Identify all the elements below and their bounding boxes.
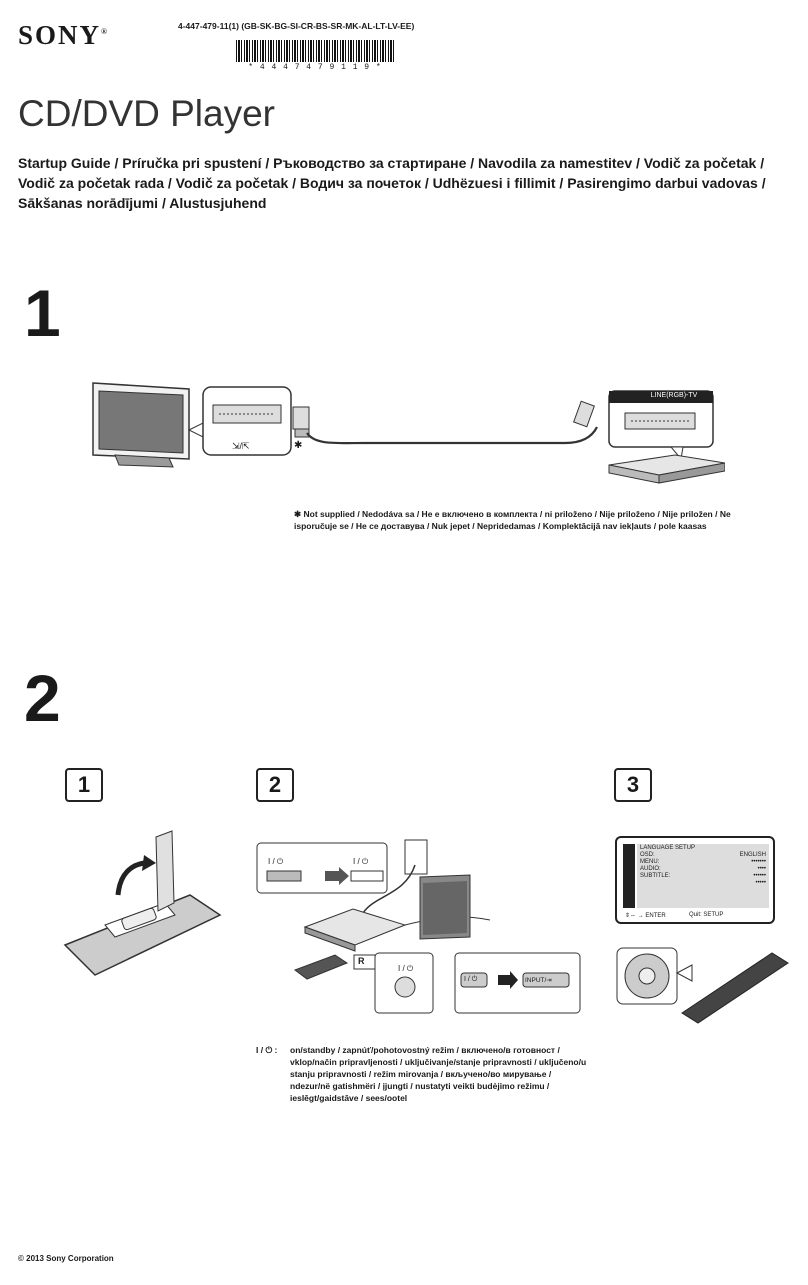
remote-badge: R <box>358 956 365 966</box>
remote-power-btn-label: I / ⏻ <box>464 976 478 983</box>
copyright: © 2013 Sony Corporation <box>18 1254 114 1263</box>
power-label-on: I / ⏻ <box>353 857 369 866</box>
remote-icon <box>293 954 349 980</box>
input-button-label: INPUT/⇥ <box>525 977 552 984</box>
power-on-illustration <box>256 839 581 1014</box>
osd-row-value: ••••••• <box>751 859 766 865</box>
power-note: on/standby / zapnúť/pohotovostný režim /… <box>290 1045 587 1103</box>
page-subtitle: Startup Guide / Príručka pri spustení / … <box>18 155 766 211</box>
battery-cover <box>155 830 175 912</box>
scart-plug-left <box>292 406 310 438</box>
power-cord <box>362 864 416 914</box>
osd-footer-quit: Quit: SETUP <box>689 912 724 918</box>
remote-navigation-illustration <box>616 947 789 1024</box>
power-button-standby <box>266 870 302 882</box>
barcode-text: * 4 4 4 7 4 7 9 1 1 9 * <box>248 63 382 72</box>
model-code: 4-447-479-11(1) (GB-SK-BG-SI-CR-BS-SR-MK… <box>178 21 415 31</box>
tv-scart-callout <box>187 386 292 456</box>
substep-3-box: 3 <box>614 768 652 802</box>
remote-power-label: I / ⏻ <box>398 964 414 973</box>
osd-row-label: SUBTITLE: <box>640 873 671 879</box>
arrow-icon <box>115 860 145 896</box>
osd-row-value: ENGLISH <box>739 852 766 858</box>
battery-icon <box>121 907 157 931</box>
remote-power-btn <box>460 972 488 988</box>
page-title: CD/DVD Player <box>18 93 275 134</box>
not-supplied-asterisk: ✱ <box>294 440 303 451</box>
remote-body <box>63 894 222 976</box>
osd-row-value: •••••• <box>753 873 766 879</box>
player-scart-callout <box>608 390 714 461</box>
step-1-number: 1 <box>24 276 61 350</box>
scart-symbol: ⇲/⇱ <box>232 441 250 451</box>
remote-icon-2 <box>681 952 789 1024</box>
power-note-prefix: I / ⏻ : <box>256 1045 278 1055</box>
dvd-player-icon <box>608 454 725 484</box>
osd-row-label: MENU: <box>640 859 660 865</box>
osd-footer-nav: ⇕⇔ → ENTER <box>625 913 666 919</box>
enter-button <box>638 967 656 985</box>
osd-screen: LANGUAGE SETUP OSD:ENGLISH MENU:••••••• … <box>615 836 775 924</box>
scart-cable <box>306 426 598 445</box>
tv-icon <box>92 382 190 468</box>
step-2-number: 2 <box>24 661 61 735</box>
osd-row-label: OSD: <box>640 852 655 858</box>
remote-power-button <box>394 976 416 998</box>
tv-jack-label: LINE(RGB)-TV <box>650 392 698 399</box>
scart-plug-right <box>573 400 595 428</box>
step-1-connection-illustration <box>92 382 725 484</box>
osd-sidebar <box>623 844 635 908</box>
osd-row-value: •••• <box>757 866 766 872</box>
sony-logo: SONY® <box>18 20 107 50</box>
osd-row-label: AUDIO: <box>640 866 661 872</box>
battery-insertion-illustration <box>63 830 222 976</box>
power-button-on <box>350 870 384 882</box>
player-unit <box>303 908 407 946</box>
substep-2-box: 2 <box>256 768 294 802</box>
input-button <box>522 972 570 988</box>
substep-1-box: 1 <box>65 768 103 802</box>
arrow-right-icon <box>325 867 349 885</box>
barcode <box>236 40 394 62</box>
osd-extra: ••••• <box>755 880 766 886</box>
power-label-standby: I / ⏻ <box>268 857 284 866</box>
osd-heading: LANGUAGE SETUP <box>640 845 696 851</box>
not-supplied-note: ✱ Not supplied / Nedodáva sa / Не е вклю… <box>294 509 731 531</box>
wall-outlet-icon <box>404 839 428 875</box>
